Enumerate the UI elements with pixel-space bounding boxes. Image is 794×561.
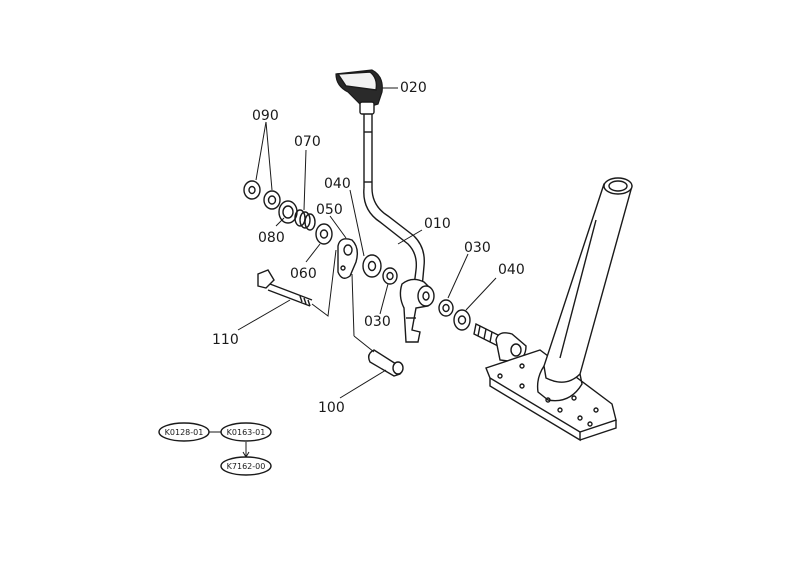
bushing-030-b xyxy=(382,267,398,285)
leader-030-a xyxy=(447,253,469,299)
ref-bubble-3 xyxy=(220,456,272,476)
leader-080 xyxy=(275,217,285,227)
reference-tree: K0128-01 K0163-01 K7162-00 xyxy=(158,422,272,476)
label-010: 010 xyxy=(424,216,451,232)
tower-tube xyxy=(536,177,633,402)
washer-080 xyxy=(278,200,298,224)
lever-pivot xyxy=(399,278,435,343)
label-040-right: 040 xyxy=(498,262,525,278)
leader-060 xyxy=(305,243,321,263)
leader-110 xyxy=(237,299,291,331)
label-030-right: 030 xyxy=(464,240,491,256)
leader-040-a xyxy=(349,189,365,257)
washer-060 xyxy=(315,223,333,245)
spring-070 xyxy=(294,209,316,231)
label-100: 100 xyxy=(318,400,345,416)
leader-bolt-axis xyxy=(311,249,337,317)
label-020: 020 xyxy=(400,80,427,96)
leader-100 xyxy=(339,369,387,399)
label-080: 080 xyxy=(258,230,285,246)
bushing-030-a xyxy=(438,299,454,317)
ref-bubble-2 xyxy=(220,422,272,442)
ref-label-1: K0128-01 xyxy=(165,428,204,437)
bolt-110 xyxy=(257,269,313,307)
nut-090-b xyxy=(263,190,281,210)
label-030-lower: 030 xyxy=(364,314,391,330)
leader-040-b xyxy=(465,277,497,311)
ref-label-3: K7162-00 xyxy=(227,462,266,471)
nut-090-a xyxy=(243,180,261,200)
label-040-upper: 040 xyxy=(324,176,351,192)
leader-100-axis-2 xyxy=(353,335,375,353)
ref-bubble-1 xyxy=(158,422,210,442)
plate-050 xyxy=(337,238,359,279)
leader-090-b xyxy=(265,121,273,191)
washer-040-a xyxy=(362,254,382,278)
pivot-shaft xyxy=(473,322,527,363)
ref-label-2: K0163-01 xyxy=(227,428,266,437)
shift-lever-rod xyxy=(363,114,425,289)
shift-knob xyxy=(335,69,383,115)
leader-030-b xyxy=(379,283,389,315)
leader-010 xyxy=(397,229,423,245)
leader-070 xyxy=(303,149,307,211)
label-050: 050 xyxy=(316,202,343,218)
label-060: 060 xyxy=(290,266,317,282)
leader-090-a xyxy=(255,121,267,181)
leader-100-axis xyxy=(351,273,355,337)
base-plate xyxy=(485,349,617,442)
leader-050 xyxy=(329,215,347,239)
label-090: 090 xyxy=(252,108,279,124)
label-110: 110 xyxy=(212,332,239,348)
washer-040-b xyxy=(453,309,471,331)
label-070: 070 xyxy=(294,134,321,150)
pin-100 xyxy=(367,349,404,377)
